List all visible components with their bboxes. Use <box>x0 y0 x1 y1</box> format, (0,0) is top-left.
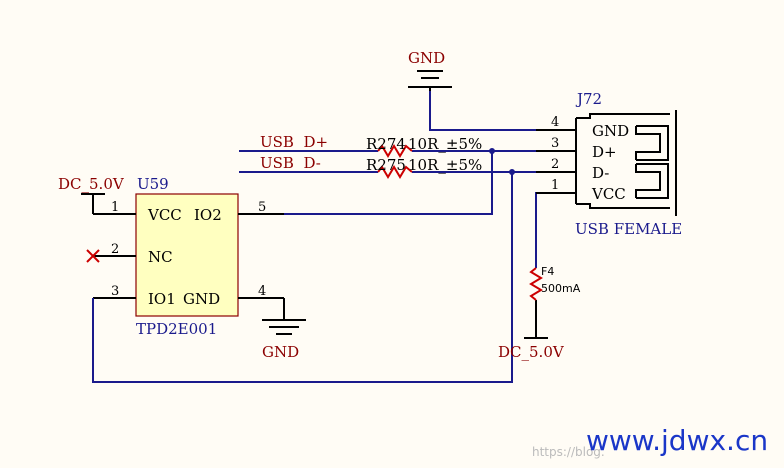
j72-pin3-num: 3 <box>551 136 559 151</box>
j72-pin1-name: VCC <box>591 185 626 203</box>
u59-pin2-name: NC <box>148 248 173 266</box>
u59-gnd-label: GND <box>262 343 299 361</box>
j72-pin2-num: 2 <box>551 157 559 172</box>
f4-value: 500mA <box>541 282 581 295</box>
j72-pin2-name: D- <box>592 164 609 182</box>
u59-ref: U59 <box>137 175 169 193</box>
j72-pin4-num: 4 <box>551 115 559 130</box>
j72-pin1-num: 1 <box>551 178 559 193</box>
fuse-f4: F4 500mA <box>529 265 581 301</box>
j72-name: USB FEMALE <box>575 220 682 238</box>
watermark-blog: https://blog. <box>532 445 605 459</box>
u59-pin1-name: VCC <box>147 206 182 224</box>
junction-dminus <box>509 169 515 175</box>
top-ground-icon <box>408 70 452 91</box>
u59-pin3-name: IO1 <box>148 290 176 308</box>
u59-chip: U59 TPD2E001 1 VCC 2 NC 3 IO1 4 GND 5 IO… <box>93 175 284 338</box>
u59-pin4-name: GND <box>183 290 220 308</box>
gnd-wire <box>429 91 576 131</box>
u59-power-flag: DC_5.0V <box>58 175 125 214</box>
resistor-r275: R275 10R_±5% <box>366 156 482 179</box>
r275-value: 10R_±5% <box>408 156 482 174</box>
u59-part: TPD2E001 <box>136 320 217 338</box>
u59-pin3-num: 3 <box>111 284 119 299</box>
usb-contact-lower-icon <box>636 163 669 199</box>
u59-pin2-num: 2 <box>111 242 119 257</box>
u59-pin5-num: 5 <box>258 200 266 215</box>
net-label-dplus: USB D+ <box>260 133 328 151</box>
r275-ref: R275 <box>366 156 406 174</box>
resistor-r275-icon <box>377 165 413 179</box>
u59-body <box>135 193 239 317</box>
junction-dplus <box>489 148 495 154</box>
nc-cross-icon <box>86 249 100 263</box>
j72-pin3-name: D+ <box>592 143 617 161</box>
r274-value: 10R_±5% <box>408 135 482 153</box>
resistor-r274: R274 10R_±5% <box>366 135 482 158</box>
u59-pin4-num: 4 <box>258 284 266 299</box>
watermark-brand: www.jdwx.cn <box>586 424 768 457</box>
io1-wire <box>92 172 513 383</box>
r274-ref: R274 <box>366 135 406 153</box>
net-label-dminus: USB D- <box>260 154 321 172</box>
j72-ref: J72 <box>575 90 602 108</box>
io2-wire <box>284 151 493 215</box>
u59-supply-label: DC_5.0V <box>58 175 125 193</box>
top-gnd-label: GND <box>408 49 445 67</box>
u59-ground-icon <box>262 298 306 335</box>
f4-ref: F4 <box>541 265 554 278</box>
vcc-wire <box>535 192 576 268</box>
resistor-r274-icon <box>377 144 413 158</box>
f4-net-label: DC_5.0V <box>498 343 565 361</box>
u59-pin1-num: 1 <box>111 200 119 215</box>
j72-connector: J72 USB FEMALE 4 3 2 1 GND D+ D- VCC <box>536 90 682 238</box>
usb-contact-upper-icon <box>636 125 669 161</box>
u59-pin5-name: IO2 <box>194 206 222 224</box>
fuse-f4-icon <box>529 267 543 301</box>
j72-pin4-name: GND <box>592 122 629 140</box>
